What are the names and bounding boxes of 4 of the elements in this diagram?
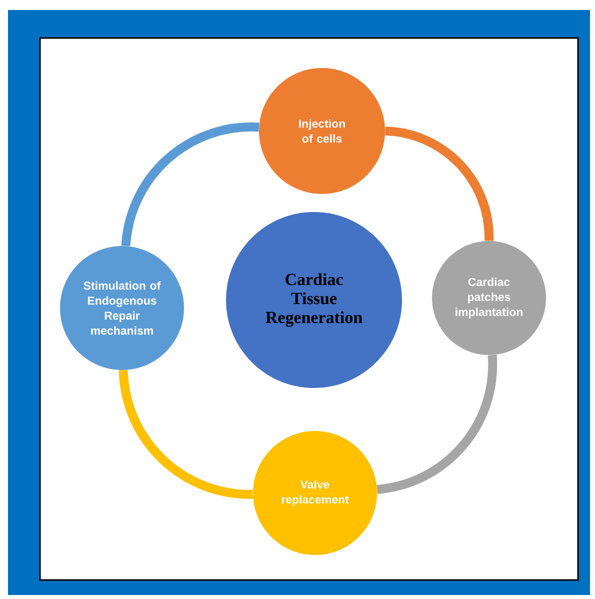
ring-arc [118,370,254,499]
ring-arc [384,126,494,241]
ring-arc [121,122,259,246]
ring-arc [376,355,497,494]
